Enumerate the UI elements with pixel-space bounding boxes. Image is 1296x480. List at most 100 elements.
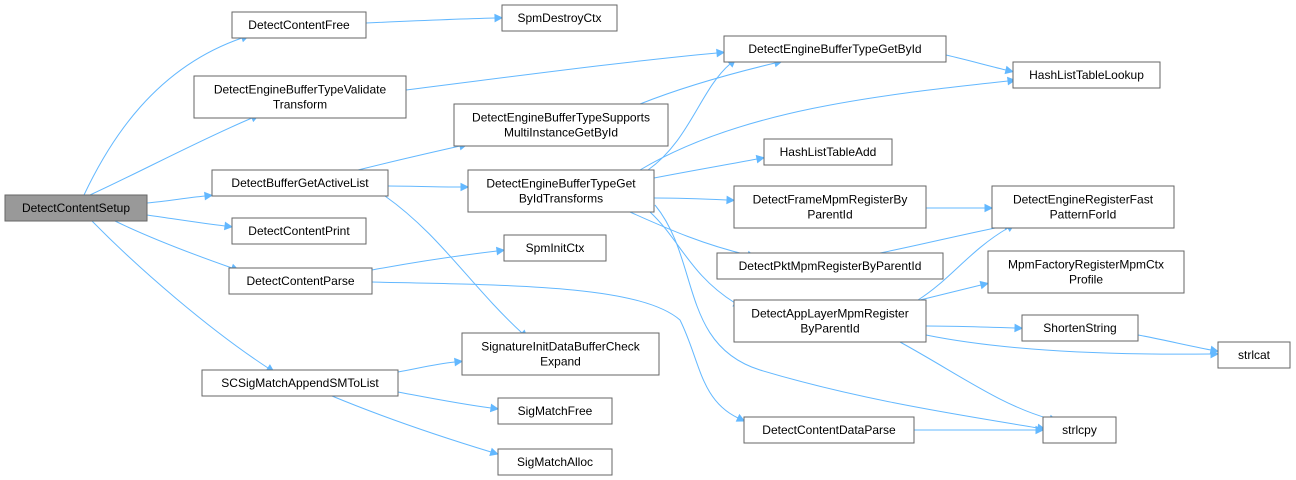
node-label: ShortenString (1043, 321, 1116, 335)
node-label: DetectFrameMpmRegisterBy (753, 193, 908, 207)
node-label: DetectEngineBufferTypeSupports (472, 111, 650, 125)
node-label: DetectAppLayerMpmRegister (751, 307, 908, 321)
arrowhead (1007, 76, 1017, 86)
node-label: MpmFactoryRegisterMpmCtx (1008, 258, 1164, 272)
node-label: DetectEngineBufferTypeGetById (748, 42, 921, 56)
node-detect-pkt-mpm-register-by-parent-id[interactable]: DetectPktMpmRegisterByParentId (716, 252, 944, 280)
node-box (763, 138, 893, 166)
node-shorten-string[interactable]: ShortenString (1021, 314, 1139, 342)
edge-line (647, 63, 731, 171)
edge-detect-engine-buffer-type-supports-multi-instance-get-by-id-to-detect-engine-buffer-type-get-by-id (639, 58, 783, 105)
node-label: MultiInstanceGetById (504, 126, 618, 140)
edge-detect-content-setup-to-detect-content-print (146, 214, 234, 231)
node-detect-content-parse[interactable]: DetectContentParse (228, 267, 373, 295)
node-detect-buffer-get-active-list[interactable]: DetectBufferGetActiveList (211, 169, 389, 197)
node-label: DetectContentParse (246, 274, 354, 288)
arrowhead (495, 246, 506, 256)
edge-detect-content-parse-to-detect-content-data-parse (371, 281, 746, 422)
node-label: SigMatchAlloc (517, 455, 593, 469)
node-label: SignatureInitDataBufferCheck (481, 340, 641, 354)
node-label: Profile (1069, 273, 1103, 287)
edge-line (945, 54, 1007, 71)
node-box (461, 332, 660, 376)
node-spm-destroy-ctx[interactable]: SpmDestroyCtx (501, 4, 618, 32)
node-label: strlcat (1238, 348, 1271, 362)
edge-line (654, 204, 1039, 429)
node-label: DetectPktMpmRegisterByParentId (739, 259, 922, 273)
edge-line (879, 225, 1006, 254)
node-label: SCSigMatchAppendSMToList (221, 376, 379, 390)
edge-line (371, 250, 498, 271)
edge-line (649, 211, 736, 304)
node-detect-content-setup[interactable]: DetectContentSetup (4, 194, 148, 222)
edge-line (371, 281, 739, 419)
node-spm-init-ctx[interactable]: SpmInitCtx (503, 234, 607, 262)
arrowhead (223, 221, 234, 231)
edge-detect-content-parse-to-spm-init-ctx (371, 246, 506, 271)
arrowhead (984, 203, 994, 213)
edge-line (899, 341, 1051, 420)
edge-line (91, 220, 269, 369)
node-detect-content-print[interactable]: DetectContentPrint (231, 217, 367, 245)
edge-detect-engine-buffer-type-get-by-id-transforms-to-hash-list-table-add (653, 154, 765, 179)
node-label: ParentId (807, 208, 852, 222)
edge-line (397, 391, 492, 409)
node-strlcpy[interactable]: strlcpy (1042, 416, 1117, 444)
edge-line (653, 197, 728, 201)
edge-line (83, 37, 243, 196)
node-label: Expand (540, 355, 581, 369)
node-label: DetectContentPrint (248, 224, 350, 238)
node-detect-engine-buffer-type-supports-multi-instance-get-by-id[interactable]: DetectEngineBufferTypeSupportsMultiInsta… (453, 103, 669, 147)
node-label: DetectContentFree (248, 18, 350, 32)
node-detect-content-free[interactable]: DetectContentFree (231, 11, 367, 39)
arrowhead (726, 195, 736, 205)
edge-detect-content-setup-to-detect-content-parse (114, 220, 240, 272)
edge-line (639, 62, 776, 105)
node-box (453, 103, 669, 147)
edge-line (919, 284, 982, 301)
node-label: ByParentId (800, 322, 859, 336)
arrowhead (489, 403, 500, 413)
node-label: DetectBufferGetActiveList (231, 176, 369, 190)
node-label: Transform (273, 98, 327, 112)
edge-detect-buffer-get-active-list-to-detect-engine-buffer-type-get-by-id-transforms (387, 182, 470, 192)
node-detect-content-data-parse[interactable]: DetectContentDataParse (743, 416, 915, 444)
node-strlcat[interactable]: strlcat (1217, 341, 1291, 369)
node-box (723, 35, 947, 63)
node-box (231, 11, 367, 39)
node-label: ByIdTransforms (519, 192, 603, 206)
node-box (501, 4, 618, 32)
node-detect-engine-buffer-type-get-by-id[interactable]: DetectEngineBufferTypeGetById (723, 35, 947, 63)
node-box (231, 217, 367, 245)
edge-detect-engine-buffer-type-validate-transform-to-detect-engine-buffer-type-get-by-id (405, 48, 726, 91)
node-sc-sig-match-append-sm-to-list[interactable]: SCSigMatchAppendSMToList (201, 369, 399, 397)
edge-detect-content-setup-to-detect-buffer-get-active-list (146, 191, 214, 204)
node-label: SigMatchFree (518, 404, 593, 418)
node-sig-match-alloc[interactable]: SigMatchAlloc (497, 448, 613, 476)
node-box (4, 194, 148, 222)
edge-line (925, 334, 1212, 355)
edge-sc-sig-match-append-sm-to-list-to-sig-match-free (397, 391, 500, 413)
node-box (193, 75, 407, 119)
arrowhead (755, 154, 765, 164)
edge-line (114, 220, 233, 269)
edge-detect-content-data-parse-to-strlcpy (914, 425, 1045, 435)
arrowhead (204, 191, 214, 201)
edge-detect-app-layer-mpm-register-by-parent-id-to-mpm-factory-register-mpm-ctx-profile (919, 280, 989, 301)
node-label: HashListTableLookup (1029, 68, 1144, 82)
node-sig-match-free[interactable]: SigMatchFree (497, 397, 613, 425)
edge-line (1137, 334, 1212, 351)
node-hash-list-table-add[interactable]: HashListTableAdd (763, 138, 893, 166)
node-hash-list-table-lookup[interactable]: HashListTableLookup (1012, 61, 1161, 89)
edge-detect-content-free-to-spm-destroy-ctx (365, 13, 504, 24)
edge-detect-buffer-get-active-list-to-detect-engine-buffer-type-supports-multi-instance-get-by-id (357, 141, 468, 171)
arrowhead (979, 280, 989, 290)
